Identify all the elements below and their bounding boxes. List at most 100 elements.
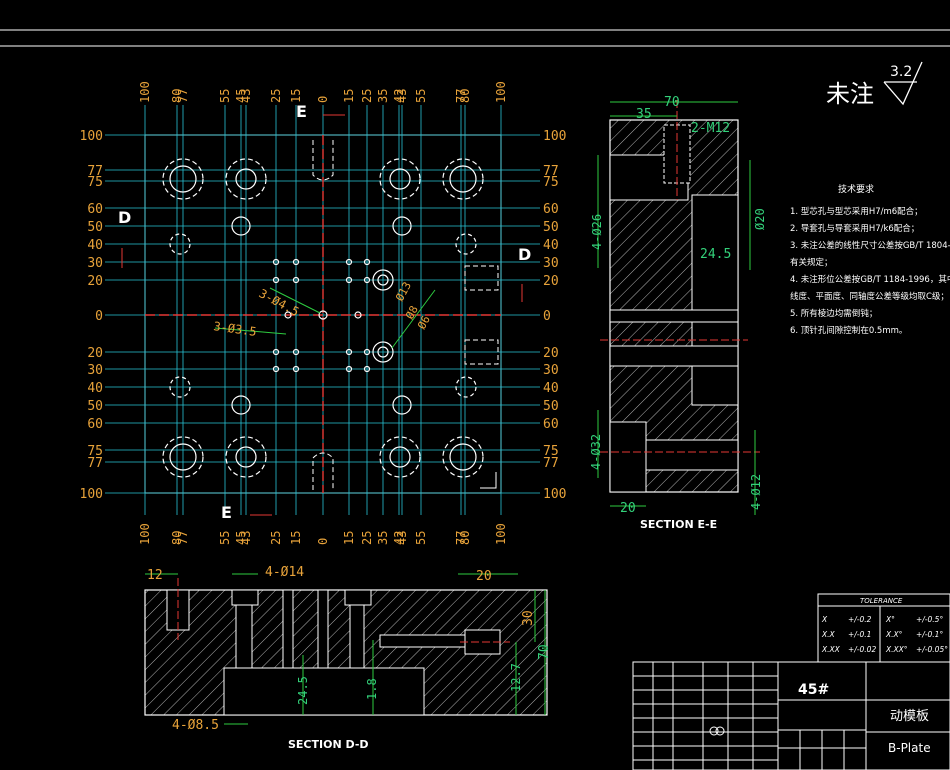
tech-requirement-line: 2. 导套孔与导套采用H7/k6配合； [790, 223, 919, 234]
plan-y-tick-left: 30 [87, 256, 103, 271]
ee-dim-70: 70 [664, 95, 680, 110]
tolerance-title: TOLERANCE [860, 597, 903, 605]
title-block [632, 661, 950, 770]
plan-y-tick-left: 50 [87, 399, 103, 414]
dd-dim-12-7: 12.7 [509, 663, 523, 692]
plan-y-tick-right: 30 [543, 256, 559, 271]
plan-y-tick-right: 50 [543, 399, 559, 414]
plan-x-tick-bottom: 77 [454, 531, 468, 545]
plan-y-tick-left: 100 [80, 129, 103, 144]
plan-horizontal-grid [105, 134, 540, 494]
ejector-slots [312, 140, 499, 490]
plan-x-tick-top: 15 [289, 89, 303, 103]
plan-x-tick-top: 80 [170, 89, 184, 103]
dd-dim-30: 30 [521, 610, 536, 626]
tolerance-cell: X.X [821, 630, 836, 639]
tech-requirement-line: 线度、平面度、同轴度公差等级均取C级； [790, 291, 949, 302]
guide-holes [162, 158, 484, 478]
plan-x-tick-top: 80 [458, 89, 472, 103]
dd-dim-4d14: 4-Ø14 [265, 565, 304, 580]
plan-x-tick-bottom: 35 [376, 531, 390, 545]
plan-y-tick-left: 40 [87, 381, 103, 396]
part-name-cn: 动模板 [890, 709, 929, 724]
tolerance-cell: +/-0.1° [916, 630, 943, 639]
plan-vertical-grid [144, 105, 502, 515]
tech-requirement-line: 6. 顶针孔间隙控制在0.5mm。 [790, 325, 907, 336]
plan-y-tick-right: 77 [543, 456, 559, 471]
ee-dim-24-5: 24.5 [700, 247, 731, 262]
tech-requirement-line: 3. 未注公差的线性尺寸公差按GB/T 1804-2000中 [790, 240, 950, 251]
plan-x-tick-bottom: 77 [176, 531, 190, 545]
plan-x-tick-top: 55 [218, 89, 232, 103]
section-mark-d-right: D [518, 245, 531, 264]
tech-heading: 技术要求 [838, 183, 874, 195]
callout-d6: Ø6 [415, 314, 433, 332]
tech-requirements: 技术要求 1. 型芯孔与型芯采用H7/m6配合； 2. 导套孔与导套采用H7/k6… [790, 183, 950, 336]
plan-x-tick-bottom: 15 [289, 531, 303, 545]
callout-d8: Ø8 [403, 304, 421, 322]
plan-x-tick-top: 100 [138, 81, 152, 103]
roughness-value: 3.2 [890, 64, 912, 80]
plan-x-tick-bottom: 100 [494, 523, 508, 545]
plan-x-tick-bottom: 15 [342, 531, 356, 545]
plan-y-tick-right: 75 [543, 444, 559, 459]
section-e-e: 70 35 2-M12 4-Ø26 Ø20 24.5 4-Ø32 20 4-Ø1… [589, 95, 767, 531]
plan-x-tick-bottom: 100 [138, 523, 152, 545]
tolerance-cell: X [821, 615, 828, 624]
plan-x-tick-top: 45 [234, 89, 248, 103]
section-ee-title: SECTION E-E [640, 518, 717, 531]
plan-x-tick-top: 35 [376, 89, 390, 103]
plan-y-tick-left: 40 [87, 238, 103, 253]
plan-x-tick-bottom: 80 [170, 531, 184, 545]
ee-dim-d20: Ø20 [753, 208, 767, 230]
ee-dim-4d32: 4-Ø32 [589, 434, 603, 470]
plan-y-tick-left: 0 [95, 309, 103, 324]
roughness-symbol [883, 61, 923, 106]
note-label: 未注 [826, 80, 874, 108]
plan-x-tick-top: 55 [414, 89, 428, 103]
plan-y-tick-right: 100 [543, 129, 566, 144]
plan-x-tick-bottom: 80 [458, 531, 472, 545]
section-dd-title: SECTION D-D [288, 738, 369, 751]
plan-x-tick-bottom: 55 [414, 531, 428, 545]
plan-y-tick-left: 50 [87, 220, 103, 235]
plan-x-tick-top: 15 [342, 89, 356, 103]
tolerance-cell: +/-0.02 [848, 645, 876, 654]
plan-x-tick-bottom: 45 [234, 531, 248, 545]
plan-x-tick-top: 43 [239, 89, 253, 103]
plan-y-tick-left: 60 [87, 417, 103, 432]
tolerance-cell: +/-0.1 [848, 630, 871, 639]
plan-y-tick-left: 100 [80, 487, 103, 502]
ee-dim-4d26: 4-Ø26 [590, 214, 604, 250]
plan-x-tick-top: 77 [454, 89, 468, 103]
plan-x-tick-bottom: 25 [360, 531, 374, 545]
plan-x-tick-bottom: 43 [395, 531, 409, 545]
plan-y-tick-right: 20 [543, 274, 559, 289]
tolerance-cell: X° [885, 615, 895, 624]
ee-dim-20: 20 [620, 501, 636, 516]
dd-dim-1-8: 1.8 [365, 678, 379, 700]
plan-x-tick-top: 25 [269, 89, 283, 103]
callout-d13: Ø13 [393, 280, 414, 304]
dd-dim-20: 20 [476, 569, 492, 584]
section-mark-e-bottom: E [221, 503, 232, 522]
section-d-d: 12 4-Ø14 20 30 70 12.7 24.5 1.8 4-Ø8.5 S… [144, 565, 552, 751]
plan-x-tick-bottom: 55 [218, 531, 232, 545]
tolerance-cell: +/-0.2 [848, 615, 872, 624]
ee-dim-35: 35 [636, 107, 652, 122]
plan-y-tick-right: 60 [543, 202, 559, 217]
plan-x-tick-bottom: 25 [269, 531, 283, 545]
plan-y-tick-right: 50 [543, 220, 559, 235]
plan-y-tick-left: 75 [87, 444, 103, 459]
dd-dim-12: 12 [147, 568, 163, 583]
tech-requirement-line: 1. 型芯孔与型芯采用H7/m6配合； [790, 206, 923, 217]
plan-y-tick-right: 100 [543, 487, 566, 502]
plan-y-tick-left: 75 [87, 175, 103, 190]
plan-y-tick-left: 20 [87, 346, 103, 361]
plan-y-tick-left: 20 [87, 274, 103, 289]
dd-dim-24-5: 24.5 [296, 676, 310, 705]
plan-x-tick-top: 25 [360, 89, 374, 103]
